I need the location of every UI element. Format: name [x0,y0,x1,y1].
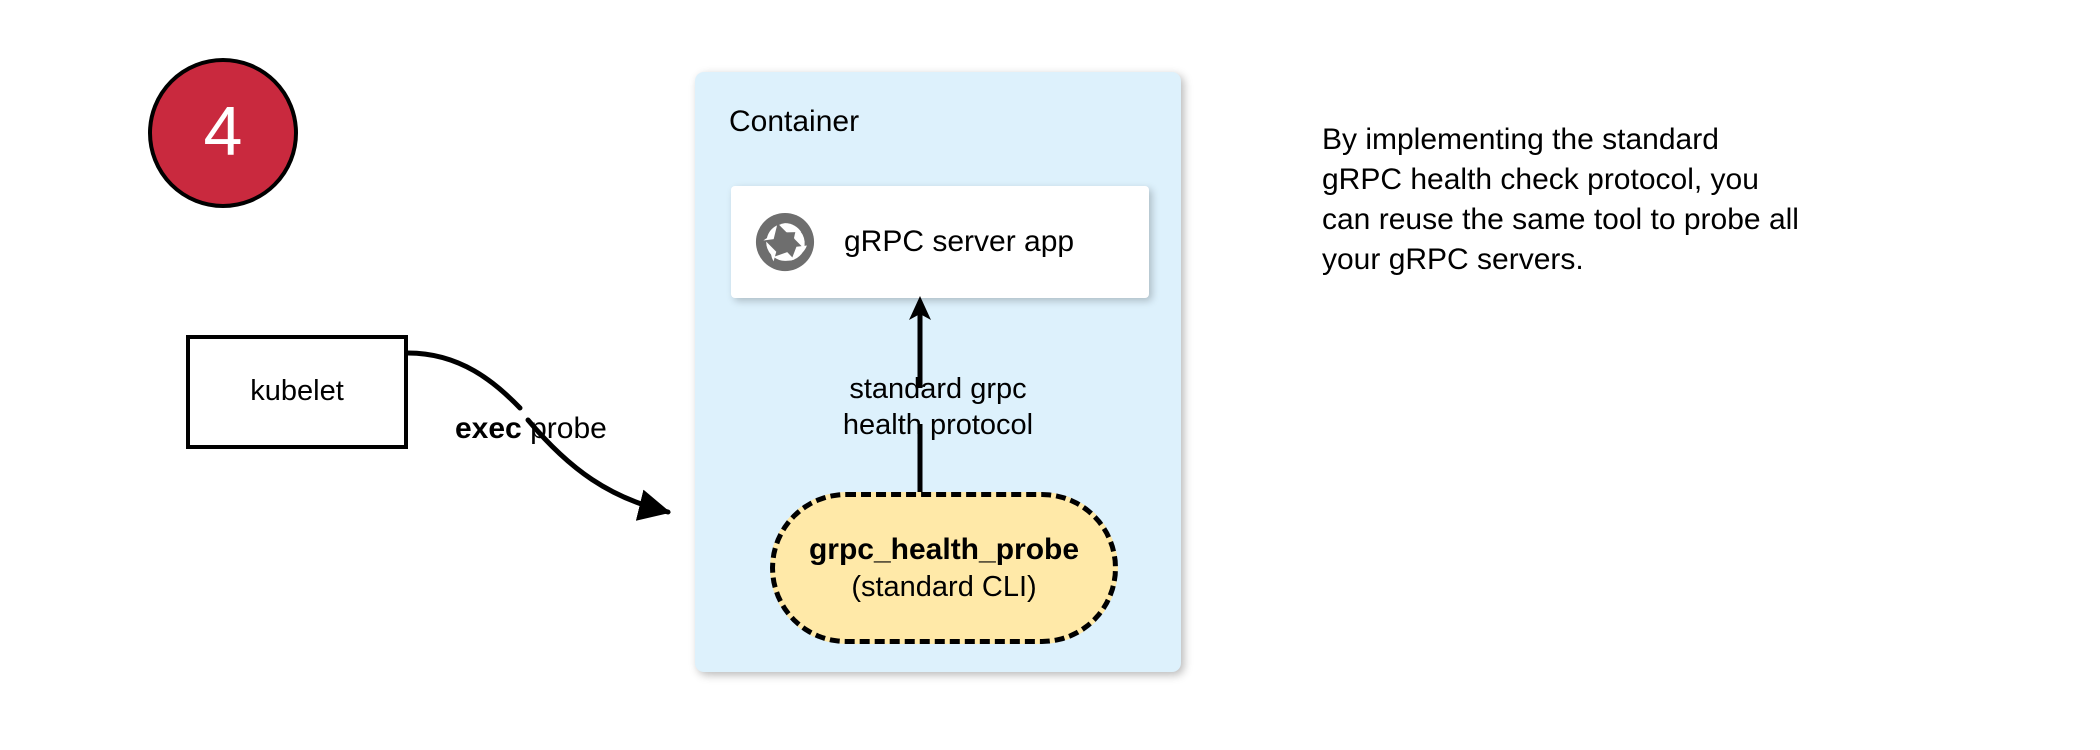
step-number-badge: 4 [148,58,298,208]
health-protocol-arrow [909,296,931,502]
annotation-text: By implementing the standard gRPC health… [1322,120,1882,280]
health-protocol-line-2: health protocol [842,408,1034,441]
exec-probe-arrow [405,350,671,521]
annotation-line-1: By implementing the standard [1322,123,1719,156]
annotation-line-2: gRPC health check protocol, you [1322,162,1759,196]
grpc-health-probe-subtitle: (standard CLI) [851,570,1037,603]
grpc-health-probe-node: grpc_health_probe (standard CLI) [770,492,1118,644]
health-protocol-edge-label: standard grpc health protocol [695,372,1181,443]
step-number-label: 4 [203,92,243,170]
annotation-line-3: can reuse the same tool to probe all [1322,202,1799,236]
health-protocol-line-1: standard grpc [849,373,1027,405]
kubelet-node: kubelet [186,335,408,449]
annotation-line-4: your gRPC servers. [1322,242,1584,276]
grpc-server-app-card: gRPC server app [731,186,1149,298]
aperture-icon [755,212,815,272]
exec-probe-edge-label: exec probe [455,412,607,447]
exec-probe-suffix: probe [521,412,607,445]
container-title-label: Container [729,105,860,138]
exec-keyword: exec [455,412,522,445]
grpc-server-app-label: gRPC server app [844,224,1075,258]
kubelet-label: kubelet [250,375,344,408]
grpc-health-probe-title: grpc_health_probe [808,533,1080,567]
